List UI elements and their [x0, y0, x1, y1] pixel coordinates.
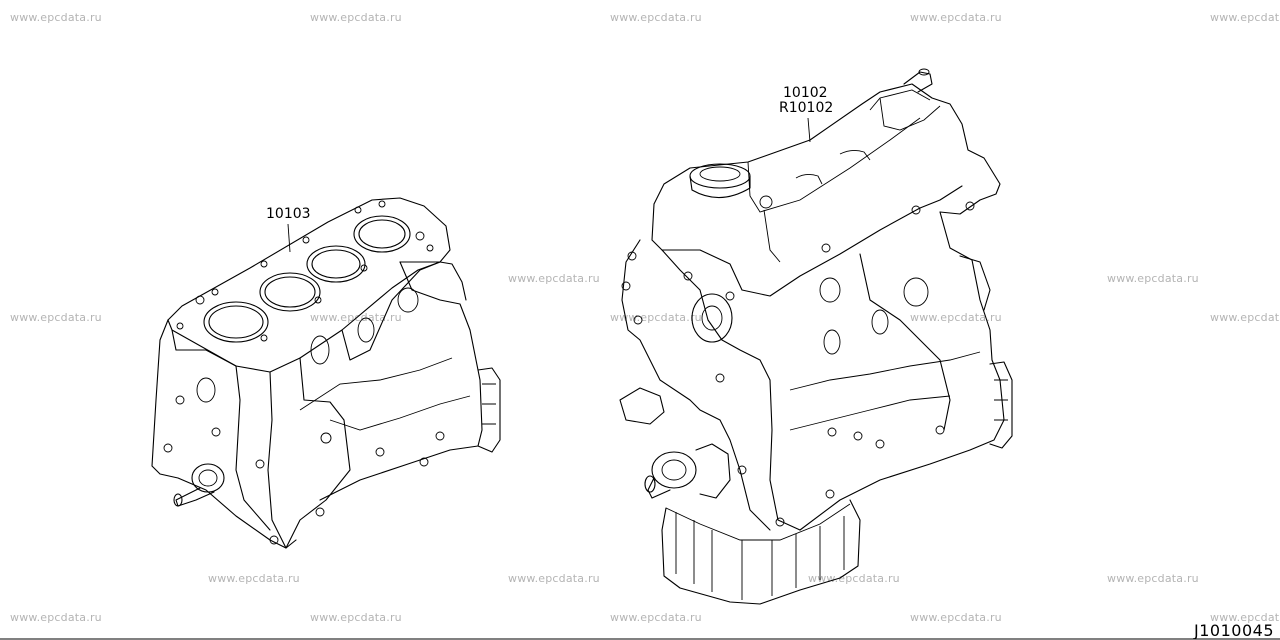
watermark-text: www.epcdata.ru: [1210, 611, 1280, 624]
part-number-r10102[interactable]: R10102: [779, 100, 834, 116]
watermark-text: www.epcdata.ru: [610, 311, 702, 324]
watermark-text: www.epcdata.ru: [10, 11, 102, 24]
watermark-text: www.epcdata.ru: [310, 611, 402, 624]
short-engine-illustration[interactable]: [151, 197, 501, 549]
diagram-id: J1010045: [1194, 621, 1274, 640]
part-number-10103[interactable]: 10103: [266, 206, 311, 222]
watermark-text: www.epcdata.ru: [10, 611, 102, 624]
watermark-text: www.epcdata.ru: [910, 311, 1002, 324]
watermark-text: www.epcdata.ru: [508, 572, 600, 585]
watermark-text: www.epcdata.ru: [1210, 311, 1280, 324]
watermark-text: www.epcdata.ru: [10, 311, 102, 324]
watermark-text: www.epcdata.ru: [310, 311, 402, 324]
watermark-text: www.epcdata.ru: [508, 272, 600, 285]
bare-engine-illustration[interactable]: [619, 68, 1013, 605]
watermark-text: www.epcdata.ru: [910, 11, 1002, 24]
watermark-text: www.epcdata.ru: [610, 11, 702, 24]
watermark-text: www.epcdata.ru: [208, 572, 300, 585]
watermark-text: www.epcdata.ru: [1107, 572, 1199, 585]
watermark-text: www.epcdata.ru: [310, 11, 402, 24]
part-number-10102[interactable]: 10102: [783, 85, 828, 101]
watermark-text: www.epcdata.ru: [910, 611, 1002, 624]
watermark-text: www.epcdata.ru: [808, 572, 900, 585]
watermark-text: www.epcdata.ru: [1210, 11, 1280, 24]
leader-line: [287, 223, 291, 253]
watermark-text: www.epcdata.ru: [1107, 272, 1199, 285]
watermark-text: www.epcdata.ru: [610, 611, 702, 624]
leader-line: [807, 117, 811, 143]
